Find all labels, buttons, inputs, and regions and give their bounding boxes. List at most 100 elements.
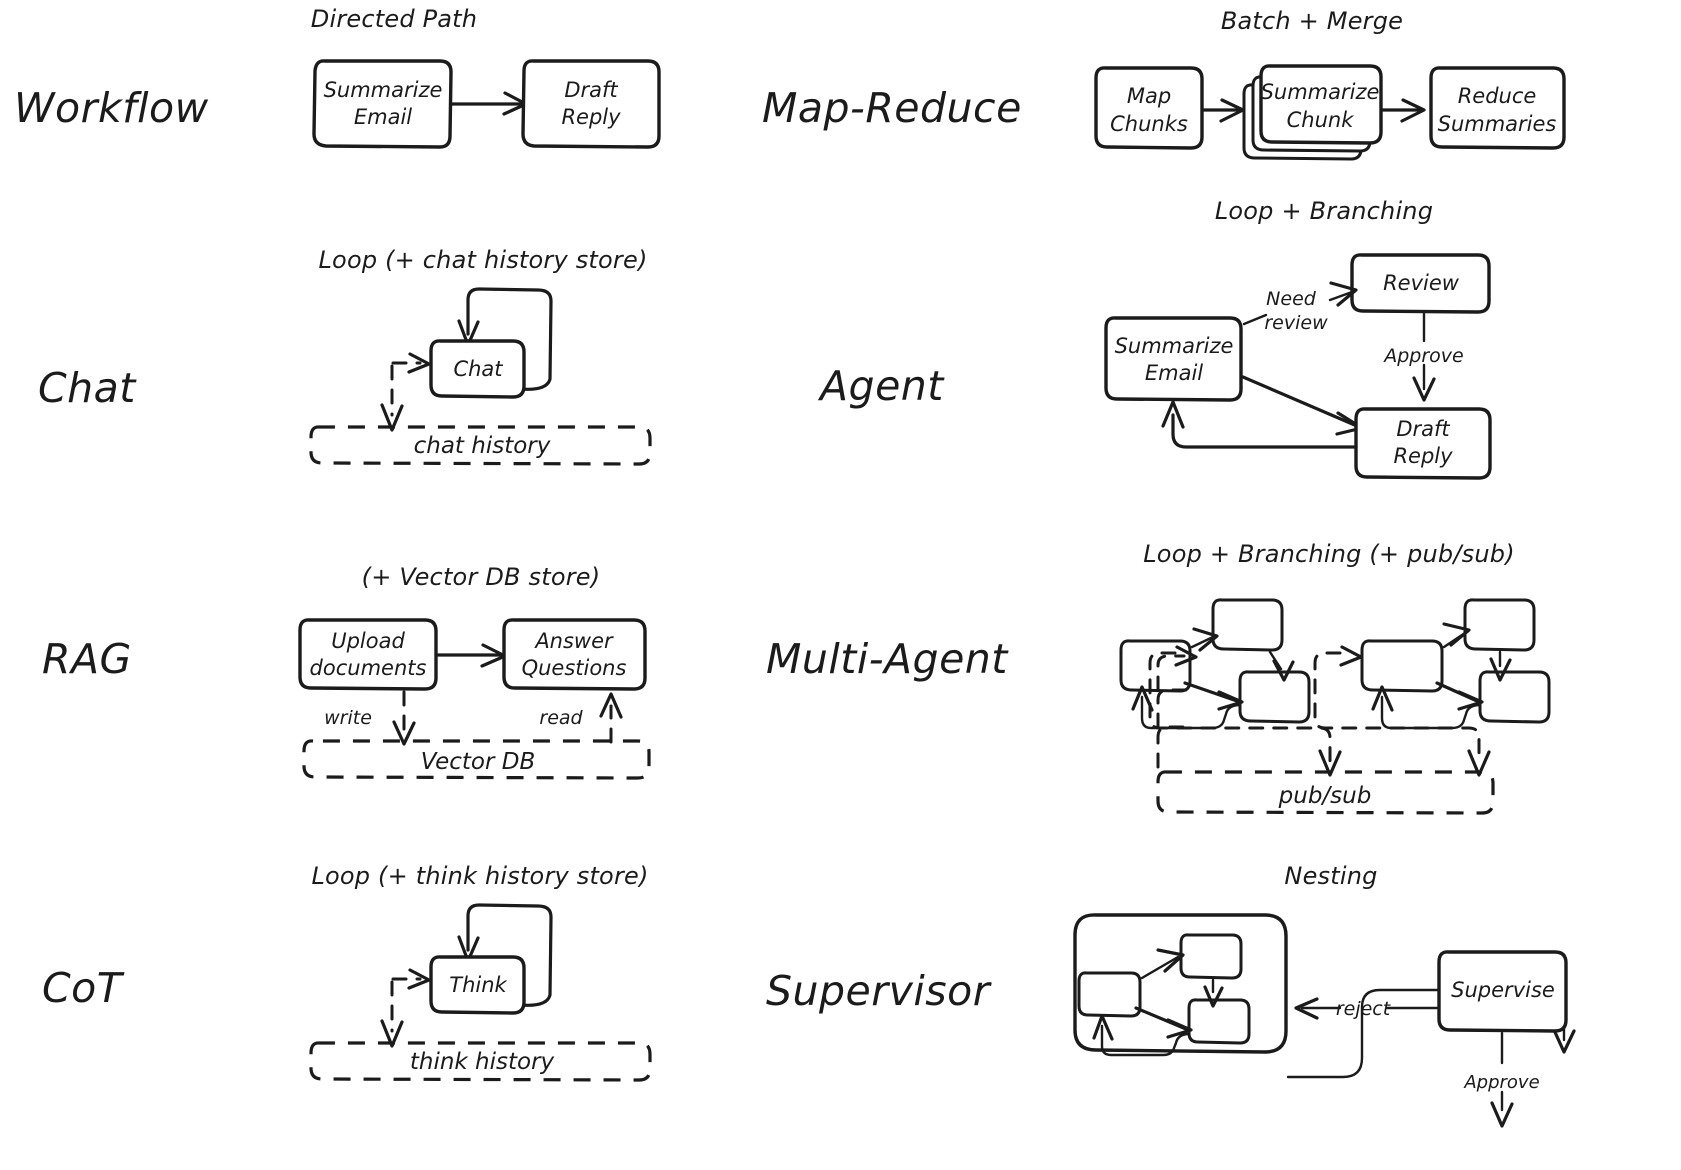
- node-summarize-email-line2: Email: [354, 105, 412, 129]
- node-upload-line1: Upload: [331, 629, 405, 653]
- edge-label-write: write: [324, 707, 372, 729]
- cluster-b-edge-loop-back: [1380, 695, 1482, 730]
- cluster-a-arrow-in: [1174, 645, 1198, 667]
- node-summarize-chunk[interactable]: [1259, 64, 1383, 145]
- store-chat-history[interactable]: [309, 425, 652, 466]
- caption-directed-path: Directed Path: [311, 5, 477, 33]
- agent-cluster-b[interactable]: [1339, 598, 1551, 730]
- cluster-b-node-right[interactable]: [1478, 670, 1551, 724]
- arrowhead-think-history-in: [407, 968, 431, 990]
- node-reduce-summaries-line2: Summaries: [1438, 112, 1557, 136]
- row-label-supervisor: Supervisor: [766, 967, 992, 1015]
- nested-edge-loop-back: [1100, 1024, 1191, 1057]
- store-chat-history-label: chat history: [414, 433, 551, 459]
- arrowhead-supervise-approve: [1490, 1101, 1514, 1128]
- agent-cluster-a[interactable]: [1119, 598, 1311, 769]
- node-summarize-email-line1: Summarize: [324, 78, 443, 102]
- arrowhead-chat-to-history: [380, 403, 404, 432]
- node-review-label: Review: [1383, 271, 1460, 295]
- arrowhead-need-review: [1329, 281, 1358, 307]
- cluster-a-edge-left-right: [1183, 681, 1239, 703]
- nested-node-left[interactable]: [1077, 971, 1142, 1018]
- row-label-workflow: Workflow: [14, 84, 209, 132]
- edge-need-review-stub: [1242, 313, 1268, 326]
- nested-arrow-left-top: [1156, 948, 1185, 973]
- nested-edge-left-top: [1140, 955, 1180, 980]
- edge-label-reject: reject: [1336, 998, 1392, 1020]
- node-supervise-label: Supervise: [1451, 978, 1555, 1002]
- cluster-a-edge-loop-back: [1140, 695, 1242, 730]
- node-agent-summarize-email[interactable]: [1104, 316, 1243, 402]
- row-label-rag: RAG: [42, 635, 132, 683]
- node-review[interactable]: [1350, 253, 1491, 314]
- arrowhead-cluster-a-to-pubsub: [1318, 749, 1342, 777]
- node-answer-questions[interactable]: [502, 618, 647, 691]
- arrowhead-think-to-history: [380, 1019, 404, 1048]
- cluster-a-arrow-top-right: [1272, 659, 1295, 682]
- edge-label-read: read: [539, 707, 583, 729]
- node-agent-draft-reply[interactable]: [1354, 407, 1492, 480]
- edge-label-approve-supervisor: Approve: [1463, 1072, 1539, 1093]
- cluster-b-node-left[interactable]: [1360, 639, 1444, 693]
- arrowhead-summarize-to-reduce: [1400, 98, 1426, 123]
- edge-need-review: [1328, 290, 1354, 302]
- row-label-chat: Chat: [38, 364, 137, 412]
- arrowhead-container-to-supervise: [1552, 1028, 1576, 1054]
- node-chat[interactable]: [429, 339, 526, 399]
- node-reduce-summaries[interactable]: [1429, 66, 1566, 150]
- caption-vector-db-store: (+ Vector DB store): [362, 563, 601, 591]
- cluster-a-arrow-loop-back: [1131, 685, 1154, 712]
- cluster-b-node-top[interactable]: [1463, 598, 1536, 652]
- node-draft-reply-line1: Draft: [564, 78, 618, 102]
- store-pub-sub-label: pub/sub: [1278, 783, 1372, 809]
- arrowhead-review-to-draft: [1412, 376, 1436, 402]
- edge-label-approve-agent: Approve: [1382, 345, 1464, 367]
- cluster-a-node-top[interactable]: [1211, 598, 1284, 652]
- node-think[interactable]: [429, 955, 526, 1015]
- node-map-chunks[interactable]: [1094, 66, 1204, 150]
- cluster-b-arrow-top-right: [1489, 657, 1512, 682]
- node-draft-reply[interactable]: [521, 59, 661, 149]
- cluster-b-arrow-in: [1339, 645, 1363, 667]
- nested-arrow-top-right: [1203, 985, 1224, 1008]
- store-think-history-label: think history: [410, 1049, 555, 1075]
- node-summarize-chunk-line1: Summarize: [1261, 80, 1380, 104]
- cluster-a-node-right[interactable]: [1238, 670, 1311, 724]
- edge-cluster-b-to-pubsub: [1313, 651, 1481, 763]
- node-supervise[interactable]: [1437, 950, 1568, 1033]
- node-agent-summarize-line2: Email: [1145, 361, 1203, 385]
- cluster-a-edge-left-top: [1190, 635, 1215, 649]
- store-vector-db[interactable]: [302, 739, 651, 780]
- node-upload-documents[interactable]: [298, 618, 438, 691]
- cluster-a-in-up: [1156, 654, 1186, 692]
- node-answer-line1: Answer: [533, 629, 614, 653]
- edge-draft-back-to-summarize: [1171, 413, 1358, 449]
- node-map-chunks-line2: Chunks: [1110, 112, 1188, 136]
- edge-chat-self-loop: [466, 287, 553, 391]
- node-chat-label: Chat: [453, 357, 503, 381]
- edge-think-self-loop: [466, 903, 553, 1007]
- store-pub-sub[interactable]: [1156, 770, 1495, 815]
- nested-node-right[interactable]: [1187, 998, 1251, 1045]
- cluster-a-pubsub-in-path: [1156, 725, 1188, 769]
- node-map-chunks-line1: Map: [1127, 84, 1171, 108]
- node-draft-reply-line2: Reply: [561, 105, 621, 129]
- node-agent-draft-line1: Draft: [1396, 417, 1450, 441]
- store-think-history[interactable]: [309, 1041, 652, 1082]
- cluster-b-arrow-left-right: [1457, 690, 1484, 711]
- node-think-label: Think: [449, 973, 507, 997]
- cluster-a-in-left: [1156, 688, 1188, 729]
- node-summarize-email[interactable]: [312, 59, 453, 149]
- cluster-b-arrow-loop-back: [1371, 685, 1394, 712]
- nested-node-top[interactable]: [1179, 933, 1243, 980]
- node-answer-line2: Questions: [522, 656, 627, 680]
- edge-summarize-to-draft-agent: [1241, 375, 1359, 428]
- caption-loop-chat: Loop (+ chat history store): [318, 246, 647, 274]
- nested-arrow-loop-back: [1092, 1014, 1114, 1041]
- node-agent-draft-line2: Reply: [1393, 444, 1453, 468]
- edge-cluster-a-to-pubsub: [1148, 651, 1332, 763]
- edge-label-need: Need: [1266, 288, 1317, 310]
- row-label-agent: Agent: [817, 362, 945, 410]
